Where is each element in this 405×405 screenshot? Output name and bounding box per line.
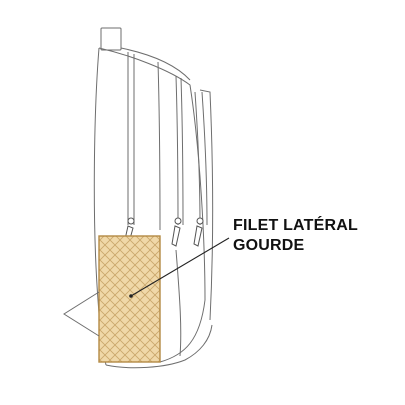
zipper-pull-icon (193, 217, 204, 247)
callout-line-2: GOURDE (233, 237, 305, 254)
top-handle (100, 27, 122, 51)
bag-body (93, 47, 214, 369)
callout-line-1: FILET LATÉRAL (233, 217, 358, 234)
callout-leader-line (130, 237, 230, 297)
side-mesh-pocket (98, 235, 161, 363)
callout-anchor-dot (129, 294, 133, 298)
shoulder-strap (63, 291, 100, 337)
pocket-callout-label: FILET LATÉRAL GOURDE (233, 216, 358, 256)
zipper-pull-icon (171, 217, 182, 247)
